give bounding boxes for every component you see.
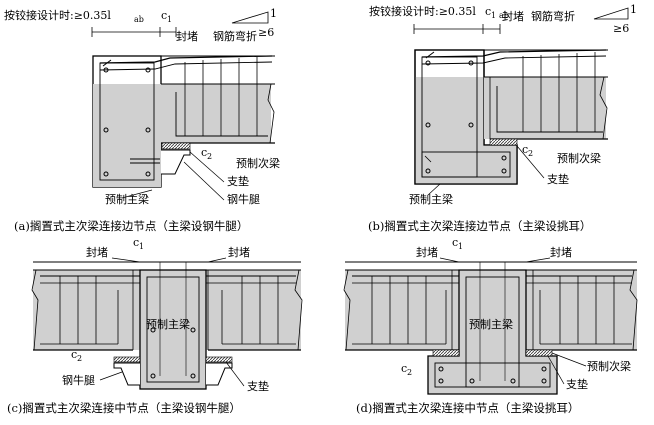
panel-c-label-seal-right: 封堵 xyxy=(228,245,250,259)
panel-b-caption: (b)搁置式主次梁连接边节点（主梁设挑耳） xyxy=(368,219,591,233)
panel-d-label-bearing: 支垫 xyxy=(566,377,588,391)
panel-c-steel-corbel-left xyxy=(113,362,140,386)
panel-a-c1-sub: 1 xyxy=(167,15,172,24)
panel-b-c1: c xyxy=(485,5,491,18)
panel-c-label-seal-left: 封堵 xyxy=(86,245,108,259)
panel-b-c1-sub: 1 xyxy=(491,11,496,20)
panel-d-bearing-pad-right xyxy=(525,349,553,357)
panel-c-c1: c xyxy=(133,236,139,249)
panel-c-bearing-pad-right xyxy=(205,356,233,363)
panel-d-caption: (d)搁置式主次梁连接中节点（主梁设挑耳） xyxy=(356,401,579,415)
panel-b-c2: c xyxy=(522,143,528,156)
panel-a-label-main: 预制主梁 xyxy=(105,192,149,206)
panel-a-label-seal: 封堵 xyxy=(176,29,198,43)
panel-a-dim-sub: ab xyxy=(134,15,144,24)
panel-d: 封堵 封堵 c 1 预制主梁 预制次梁 支垫 c 2 (d)搁置式主次梁连接中节… xyxy=(343,236,638,415)
panel-a-slope-top: 1 xyxy=(270,7,277,20)
panel-a-secondary-beam xyxy=(161,84,271,143)
panel-c: 封堵 封堵 c 1 预制主梁 c 2 钢牛腿 支垫 (c)搁置式主次梁连接中节点… xyxy=(7,236,303,415)
panel-a-steel-corbel xyxy=(161,149,191,175)
panel-b: 按铰接设计时:≥0.35l ab c 1 1 ≥6 封堵 钢筋弯折 xyxy=(368,3,637,233)
panel-a: 按铰接设计时:≥0.35l ab c 1 1 ≥6 封堵 钢筋弯折 xyxy=(4,7,280,233)
panel-a-c1: c xyxy=(161,9,167,22)
panel-d-label-main: 预制主梁 xyxy=(469,317,513,331)
panel-c-steel-corbel-right xyxy=(206,362,233,386)
panel-a-label-bearing: 支垫 xyxy=(227,174,249,188)
panel-b-label-seal: 封堵 xyxy=(502,9,524,23)
panel-c-label-corbel: 钢牛腿 xyxy=(62,373,95,387)
panel-d-c2: c xyxy=(401,362,407,375)
panel-b-label-secondary: 预制次梁 xyxy=(557,151,601,165)
panel-b-slope-top: 1 xyxy=(630,3,637,16)
panel-b-bearing-pad xyxy=(489,138,518,146)
panel-a-slope-symbol xyxy=(231,11,269,24)
panel-a-slope-bottom: ≥6 xyxy=(258,26,274,39)
panel-a-bearing-pad xyxy=(161,142,191,150)
panel-a-c2-sub: 2 xyxy=(207,152,212,161)
panel-d-bearing-pad-left xyxy=(432,349,460,357)
panel-c-c2-sub: 2 xyxy=(77,354,82,363)
panel-d-label-seal-right: 封堵 xyxy=(550,245,572,259)
panel-b-dim-sub: ab xyxy=(499,11,509,20)
panel-b-secondary-beam xyxy=(484,77,606,139)
panel-b-label-main: 预制主梁 xyxy=(409,192,453,206)
panel-b-dim-text: 按铰接设计时:≥0.35l xyxy=(369,4,476,18)
panel-b-label-bearing: 支垫 xyxy=(547,172,569,186)
panel-a-label-secondary: 预制次梁 xyxy=(236,156,280,170)
panel-a-caption: (a)搁置式主次梁连接边节点（主梁设钢牛腿） xyxy=(14,219,248,233)
panel-c-label-bearing: 支垫 xyxy=(247,379,269,393)
panel-a-dim-text: 按铰接设计时:≥0.35l xyxy=(4,8,111,22)
panel-d-c1: c xyxy=(452,236,458,249)
panel-c-caption: (c)搁置式主次梁连接中节点（主梁设钢牛腿） xyxy=(7,401,241,415)
panel-b-slope-bottom: ≥6 xyxy=(613,22,629,35)
panel-a-label-bent: 钢筋弯折 xyxy=(213,29,257,43)
panel-c-c2: c xyxy=(71,348,77,361)
panel-d-c2-sub: 2 xyxy=(407,368,412,377)
panel-b-c2-sub: 2 xyxy=(528,149,533,158)
panel-c-c1-sub: 1 xyxy=(139,242,144,251)
panel-d-label-seal-left: 封堵 xyxy=(416,245,438,259)
panel-c-label-main: 预制主梁 xyxy=(146,317,190,331)
panel-d-label-secondary: 预制次梁 xyxy=(587,359,631,373)
panel-a-c2: c xyxy=(201,146,207,159)
panel-d-c1-sub: 1 xyxy=(458,242,463,251)
panel-b-label-bent: 钢筋弯折 xyxy=(531,9,575,23)
panel-c-bearing-pad-left xyxy=(113,356,141,363)
panel-a-label-corbel: 钢牛腿 xyxy=(227,192,260,206)
panel-b-slope-symbol xyxy=(593,7,629,20)
